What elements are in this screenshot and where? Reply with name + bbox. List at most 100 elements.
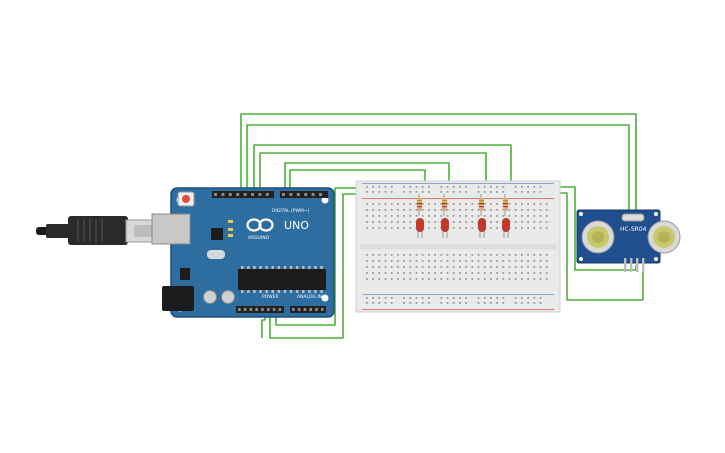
breadboard-hole [409, 209, 412, 211]
breadboard-hole [496, 278, 498, 280]
breadboard-hole [465, 203, 467, 205]
breadboard-hole [477, 302, 480, 304]
breadboard-hole [390, 297, 393, 299]
breadboard-hole [459, 227, 461, 229]
power-pin[interactable] [249, 308, 253, 311]
breadboard-hole [403, 302, 405, 304]
breadboard-hole [514, 203, 517, 205]
breadboard-hole [514, 215, 517, 217]
breadboard-hole [390, 266, 393, 268]
breadboard-hole [390, 260, 393, 262]
analog-pin[interactable] [303, 308, 307, 311]
breadboard-hole [446, 297, 449, 299]
breadboard-hole [477, 209, 480, 211]
breadboard-hole [496, 297, 498, 299]
ultrasonic-sensor[interactable]: HC-SR04 [576, 209, 681, 272]
power-pin[interactable] [261, 308, 264, 311]
digital-pin[interactable] [251, 193, 254, 196]
breadboard-hole [409, 297, 412, 299]
breadboard-hole [527, 302, 529, 304]
breadboard[interactable] [355, 180, 561, 313]
breadboard-hole [421, 272, 424, 274]
digital-pin[interactable] [258, 193, 262, 196]
resistor[interactable] [503, 198, 508, 211]
usb-chip [211, 228, 223, 240]
digital-pin[interactable] [236, 193, 240, 196]
digital-pin[interactable] [265, 193, 269, 196]
breadboard-hole [440, 254, 443, 256]
breadboard-hole [533, 272, 536, 274]
breadboard-hole [514, 254, 517, 256]
analog-pin[interactable] [292, 308, 295, 311]
sensor-pin-group [624, 258, 645, 272]
breadboard-hole [465, 272, 467, 274]
led[interactable] [478, 218, 486, 232]
power-pin[interactable] [243, 308, 247, 311]
led[interactable] [502, 218, 510, 232]
digital-pin[interactable] [221, 193, 225, 196]
power-pin[interactable] [272, 308, 276, 311]
breadboard-hole [459, 272, 461, 274]
wire-sensor-trig[interactable] [246, 124, 630, 213]
led[interactable] [441, 218, 449, 232]
breadboard-hole [428, 186, 430, 188]
sensor-pin[interactable] [624, 258, 627, 272]
power-header [236, 306, 284, 313]
wire-sensor-vcc[interactable] [240, 113, 637, 213]
power-pin[interactable] [238, 308, 241, 311]
power-pin[interactable] [278, 308, 282, 311]
resistor[interactable] [479, 198, 484, 211]
analog-header-label: ANALOG IN [297, 294, 322, 300]
digital-pin[interactable] [304, 193, 308, 196]
breadboard-hole [483, 266, 486, 268]
analog-pin[interactable] [321, 308, 324, 311]
breadboard-hole [539, 272, 542, 274]
digital-pin[interactable] [214, 193, 217, 196]
breadboard-hole [539, 203, 542, 205]
digital-pin[interactable] [243, 193, 247, 196]
resistor[interactable] [442, 198, 447, 211]
breadboard-hole [390, 302, 393, 304]
wire-5v-rail[interactable] [269, 193, 370, 339]
chip-pin [253, 266, 256, 269]
analog-pin[interactable] [309, 308, 312, 311]
breadboard-hole [378, 203, 381, 205]
breadboard-hole [514, 272, 517, 274]
breadboard-hole [483, 215, 486, 217]
power-pin[interactable] [267, 308, 270, 311]
breadboard-hole [490, 266, 492, 268]
arduino-uno-board[interactable]: DIGITAL (PWM~) UNO ARDUINO POWER ANALOG … [151, 187, 335, 318]
digital-pin[interactable] [311, 193, 315, 196]
analog-pin[interactable] [315, 308, 318, 311]
analog-pin[interactable] [297, 308, 301, 311]
breadboard-hole [428, 227, 430, 229]
breadboard-hole [434, 254, 436, 256]
breadboard-hole [366, 278, 368, 280]
wire-sensor-gnd[interactable] [548, 192, 644, 301]
chip-pin [295, 266, 299, 269]
digital-pin[interactable] [319, 193, 322, 196]
reset-button-cap[interactable] [182, 195, 190, 203]
wire-led-4[interactable] [253, 144, 512, 208]
digital-pin[interactable] [282, 193, 285, 196]
digital-pin[interactable] [289, 193, 293, 196]
chip-pin [283, 266, 287, 269]
breadboard-hole [421, 215, 424, 217]
mounting-hole [321, 196, 329, 204]
breadboard-hole [465, 221, 467, 223]
chip-pin [277, 290, 281, 293]
power-pin[interactable] [255, 308, 258, 311]
breadboard-hole [378, 221, 381, 223]
led[interactable] [416, 218, 424, 232]
breadboard-hole [415, 254, 418, 256]
sensor-pin[interactable] [636, 258, 639, 272]
sensor-pin[interactable] [642, 258, 645, 272]
breadboard-hole [521, 266, 523, 268]
digital-pin[interactable] [296, 193, 300, 196]
wire-gnd-rail[interactable] [275, 187, 370, 326]
resistor[interactable] [417, 198, 422, 211]
breadboard-hole [415, 191, 418, 193]
sensor-pin[interactable] [630, 258, 633, 272]
digital-pin[interactable] [228, 193, 232, 196]
resistor-band [479, 203, 484, 205]
